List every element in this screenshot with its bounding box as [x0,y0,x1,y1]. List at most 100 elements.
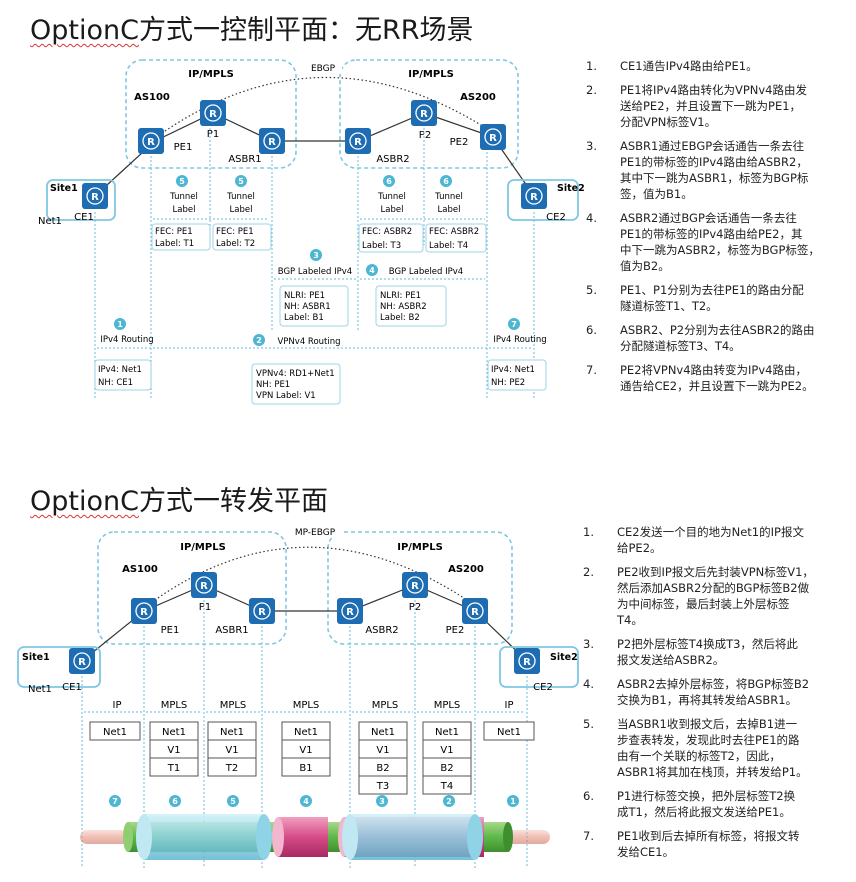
tunnel-pipes [80,814,550,860]
svg-text:R: R [530,192,538,203]
route-box-line: IPv4: Net1 [491,365,535,375]
svg-text:R: R [354,137,362,148]
site2-box [507,179,579,221]
router-icon: R [249,598,275,624]
step-badge: 3 [379,797,385,806]
step-item: 6.ASBR2、P2分别为去往ASBR2的路由分配隧道标签T3、T4。 [586,322,848,354]
bgp-box-line: Label: B2 [380,313,420,323]
step-text-line: T4。 [617,613,643,627]
step-number: 5. [586,283,597,297]
step-badge: 2 [256,336,262,345]
step-item: 2.PE2收到IP报文后先封装VPN标签V1，然后添加ASBR2分配的BGP标签… [583,564,849,628]
bgp-labeled-caption: BGP Labeled IPv4 [278,267,352,277]
step-text-line: 其中下一跳为ASBR1，标签为BGP标 [620,171,809,185]
label-stack-cell: B2 [376,763,389,774]
label-stack-cell: Net1 [162,727,186,738]
step-number: 2. [586,83,597,97]
svg-text:R: R [346,607,354,618]
step-badge: 4 [369,266,375,275]
step-badge: 5 [179,177,185,186]
step-item: 3.P2把外层标签T4换成T3，然后将此报文发送给ASBR2。 [583,636,849,668]
p1-label: P1 [207,129,219,140]
step-text-line: PE1收到后去掉所有标签，将报文转 [617,829,800,843]
proto-label: MPLS [293,700,320,711]
step-text-line: 步查表转发，发现此时去往PE1的路 [617,733,800,747]
bgp-box-line: NH: ASBR1 [284,302,331,312]
step-text-line: 交换为B1，再将其转发给ASBR1。 [617,693,798,707]
svg-text:R: R [258,607,266,618]
step-number: 2. [583,565,594,579]
label-stack-cell: T3 [376,781,389,792]
as200-cloud [339,59,519,169]
label-stack-cell: T1 [167,763,180,774]
label-stack-cell: Net1 [435,727,459,738]
svg-text:R: R [78,657,86,668]
site2-box [499,646,579,688]
tunnel-label: Tunnel [226,192,255,202]
fec-box-line: Label: T3 [362,241,401,251]
step-text-line: 为中间标签，最后封装上外层标签 [617,597,790,611]
step-text-line: 给PE2。 [617,541,662,555]
svg-text:R: R [200,581,208,592]
ce1-label: CE1 [62,682,82,693]
svg-text:R: R [140,607,148,618]
bgp-box-line: NH: ASBR2 [380,302,427,312]
step-text-line: 值为B2。 [620,259,670,273]
fec-box-line: FEC: PE1 [216,227,254,237]
step-text-line: 中下一跳为ASBR2，标签为BGP标签， [620,243,820,257]
bgp-box-line: NLRI: PE1 [284,291,325,301]
step-item: 7.PE1收到后去掉所有标签，将报文转发给CE1。 [583,828,849,860]
ce1-label: CE1 [74,212,94,223]
route-box-line: IPv4: Net1 [98,365,142,375]
router-icon: R [69,648,95,674]
label-stack-cell: Net1 [497,727,521,738]
fec-box-line: Label: T4 [429,241,468,251]
pe2-label: PE2 [450,137,469,148]
tunnel-label: Tunnel [169,192,198,202]
label-stack-cell: Net1 [371,727,395,738]
route-box-line: NH: PE2 [491,378,525,388]
route-box-line: NH: PE1 [256,380,290,390]
label-stack-cell: Net1 [103,727,127,738]
step-text-line: PE2将VPNv4路由转变为IPv4路由， [620,363,807,377]
vpnv4-routing-label: VPNv4 Routing [277,337,340,347]
cloud-label: IP/MPLS [397,542,443,553]
bgp-box-line: Label: B1 [284,313,324,323]
step-text-line: PE1的带标签的IPv4路由给PE2，其 [620,227,803,241]
cloud-label: IP/MPLS [188,69,234,80]
fec-box-line: Label: T2 [216,239,255,249]
step-item: 1.CE1通告IPv4路由给PE1。 [586,58,848,74]
asbr1-label: ASBR1 [215,625,248,636]
step-text-line: ASBR1通过EBGP会话通告一条去往 [620,139,805,153]
control-plane-steps: 1.CE1通告IPv4路由给PE1。2.PE1将IPv4路由转化为VPNv4路由… [586,58,848,402]
control-plane-diagram: IP/MPLS IP/MPLS AS100 AS200 EBGP Site1 S… [38,59,585,405]
step-text-line: 当ASBR1收到报文后，去掉B1进一 [617,717,798,731]
label-stack-cell: Net1 [220,727,244,738]
svg-text:R: R [523,657,531,668]
step-number: 3. [586,139,597,153]
label-stack-cell: V1 [167,745,180,756]
proto-label: MPLS [372,700,399,711]
site2-label: Site2 [557,183,585,194]
route-box-line: VPN Label: V1 [256,391,316,401]
step-text-line: 隧道标签T1、T2。 [620,299,718,313]
tunnel-label: Label [381,205,404,215]
cloud-label: IP/MPLS [180,542,226,553]
svg-text:R: R [147,137,155,148]
label-stack-cell: V1 [299,745,312,756]
net1-label: Net1 [28,684,52,695]
label-stack-cell: V1 [376,745,389,756]
bgp-labeled-caption: BGP Labeled IPv4 [389,267,463,277]
step-text-line: PE1、P1分别为去往PE1的路由分配 [620,283,804,297]
step-badge: 6 [443,177,449,186]
step-text-line: 由有一个关联的标签T2，因此， [617,749,781,763]
step-number: 3. [583,637,594,651]
label-stack-cell: B2 [440,763,453,774]
bgp-box-line: NLRI: PE1 [380,291,421,301]
router-icon: R [337,598,363,624]
pe2-label: PE2 [446,625,465,636]
router-icon: R [200,100,226,126]
ebgp-session-arc [154,76,493,139]
